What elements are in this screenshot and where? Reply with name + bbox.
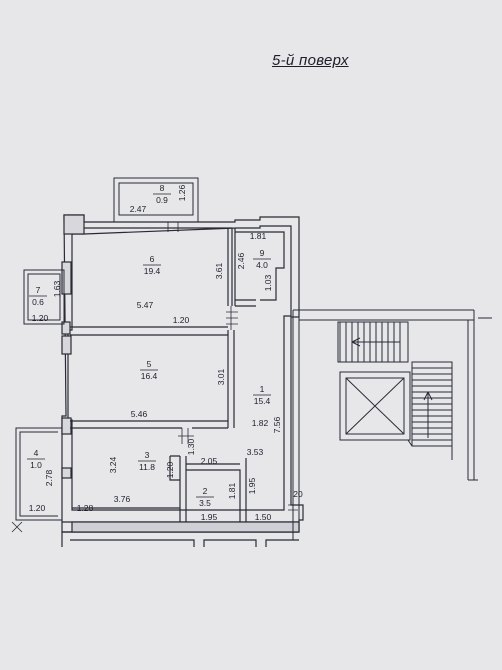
room-area: 3.5	[199, 498, 211, 508]
room-3: 311.8	[138, 450, 156, 472]
dimension-label: 2.47	[130, 204, 147, 214]
room-area: 0.6	[32, 297, 44, 307]
dimension-label: 1.30	[186, 438, 196, 455]
room-9: 94.0	[253, 248, 271, 270]
dimension-label: 7.56	[272, 416, 282, 433]
room-8: 80.9	[153, 183, 171, 205]
room-area: 16.4	[141, 371, 158, 381]
dimension-label: 3.76	[114, 494, 131, 504]
room-number: 1	[260, 384, 265, 394]
room-area: 0.9	[156, 195, 168, 205]
dimension-label: 1.81	[250, 231, 267, 241]
dimension-label: 3.24	[108, 456, 118, 473]
room-number: 5	[147, 359, 152, 369]
stairwell	[292, 309, 492, 540]
floor-title: 5-й поверх	[272, 52, 349, 69]
room-area: 11.8	[139, 462, 155, 472]
dimension-label: 2.78	[44, 469, 54, 486]
dimension-label: 1.20	[173, 315, 190, 325]
room-number: 7	[36, 285, 41, 295]
room-6: 619.4	[143, 254, 161, 276]
dimension-label: 1.50	[255, 512, 272, 522]
dimension-label: 1.63	[52, 280, 62, 297]
dimension-label: 20	[293, 489, 303, 499]
dimension-label: 5.47	[137, 300, 154, 310]
room-area: 1.0	[30, 460, 42, 470]
dimension-label: 1.81	[227, 482, 237, 499]
dimension-label: 1.28	[77, 503, 94, 513]
room-area: 15.4	[254, 396, 271, 406]
room-number: 3	[145, 450, 150, 460]
dimension-label: 2.05	[201, 456, 218, 466]
dimension-label: 1.20	[32, 313, 49, 323]
dimension-label: 1.03	[263, 274, 273, 291]
dimension-label: 1.95	[247, 477, 257, 494]
dimension-label: 1.26	[177, 184, 187, 201]
balconies	[15, 177, 199, 521]
openings	[11, 222, 298, 533]
dimension-label: 3.01	[216, 368, 226, 385]
room-number: 2	[203, 486, 208, 496]
room-number: 8	[160, 183, 165, 193]
dimension-label: 3.53	[247, 447, 264, 457]
dimension-label: 2.46	[236, 252, 246, 269]
room-5: 516.4	[140, 359, 158, 381]
dimension-label: 1.95	[201, 512, 218, 522]
dimension-label: 3.61	[214, 262, 224, 279]
room-number: 9	[260, 248, 265, 258]
dimension-label: 1.20	[165, 461, 175, 478]
room-1: 115.4	[253, 384, 271, 406]
room-number: 4	[34, 448, 39, 458]
walls	[61, 214, 304, 547]
dimension-label: 5.46	[131, 409, 148, 419]
room-2: 23.5	[196, 486, 214, 508]
dimension-label: 1.20	[29, 503, 46, 513]
dimension-label: 1.82	[252, 418, 269, 428]
room-area: 19.4	[144, 266, 161, 276]
room-4: 41.0	[27, 448, 45, 470]
room-number: 6	[150, 254, 155, 264]
room-area: 4.0	[256, 260, 268, 270]
room-7: 70.6	[29, 285, 47, 307]
